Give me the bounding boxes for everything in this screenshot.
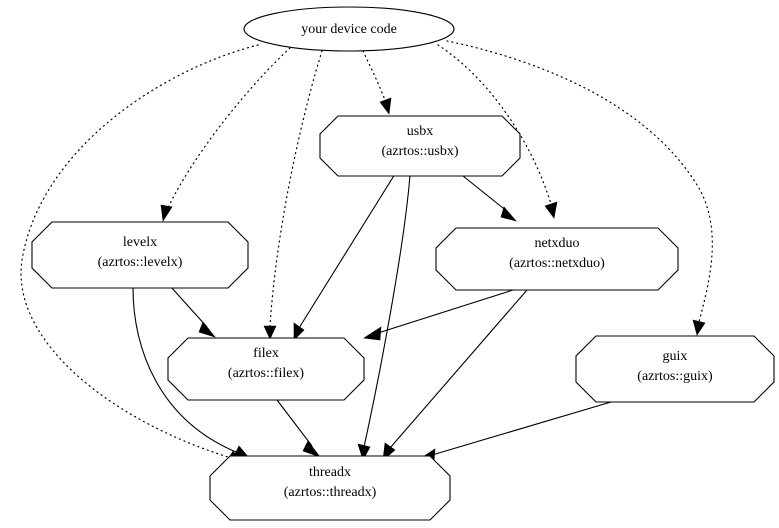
node-label-filex-line2: (azrtos::filex) [228,366,305,381]
edge-device-to-filex [263,50,323,340]
edge-filex-to-threadx [276,399,321,458]
node-guix[interactable]: guix (azrtos::guix) [575,335,775,403]
node-label-usbx-line1: usbx [407,124,433,139]
node-label-levelx-line2: (azrtos::levelx) [98,255,183,270]
edge-levelx-to-filex [170,286,216,338]
node-label-device-line1: your device code [301,22,397,37]
node-label-guix-line2: (azrtos::guix) [637,369,713,384]
edge-usbx-to-threadx [357,174,411,461]
node-shape-ellipse [243,6,455,52]
node-shape-octagon [167,337,365,401]
node-filex[interactable]: filex (azrtos::filex) [167,337,365,401]
node-label-levelx-line1: levelx [123,235,157,250]
edge-device-to-netxduo [437,44,558,219]
edge-device-to-usbx [362,50,392,115]
edge-netxduo-to-filex [363,289,514,341]
node-label-threadx-line1: threadx [309,465,351,480]
node-threadx[interactable]: threadx (azrtos::threadx) [209,455,451,521]
node-shape-octagon [575,335,775,403]
node-netxduo[interactable]: netxduo (azrtos::netxduo) [435,227,679,291]
edge-usbx-to-filex [293,173,396,341]
node-label-threadx-line2: (azrtos::threadx) [284,485,377,500]
edge-device-to-guix [446,40,713,336]
node-shape-octagon [435,227,679,291]
node-label-netxduo-line2: (azrtos::netxduo) [509,256,605,271]
edge-group-solid [132,171,612,462]
edge-netxduo-to-threadx [382,289,528,461]
edge-usbx-to-netxduo [457,171,517,222]
node-usbx[interactable]: usbx (azrtos::usbx) [319,115,521,177]
node-label-usbx-line2: (azrtos::usbx) [382,144,459,159]
edge-group-dotted [20,40,713,464]
node-shape-octagon [209,455,451,521]
node-shape-octagon [31,221,249,289]
node-label-netxduo-line1: netxduo [534,236,579,251]
edge-device-to-levelx [160,47,291,222]
edge-guix-to-threadx [417,401,612,462]
node-your-device-code[interactable]: your device code [243,6,455,52]
node-label-guix-line1: guix [663,349,688,364]
node-label-filex-line1: filex [253,346,279,361]
node-shape-octagon [319,115,521,177]
node-levelx[interactable]: levelx (azrtos::levelx) [31,221,249,289]
